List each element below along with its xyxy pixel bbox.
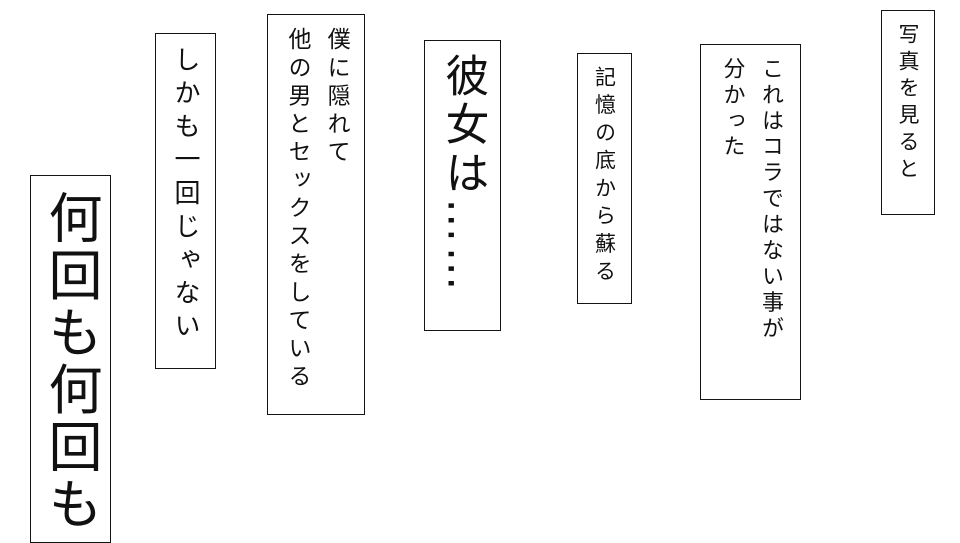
text-panel-7: 何回も何回も (30, 175, 111, 543)
text-panel-3: 記憶の底から蘇る (577, 53, 632, 304)
text-line: 他の男とセックスをしている (284, 27, 310, 392)
vertical-text: 僕に隠れて 他の男とセックスをしている (277, 15, 355, 414)
text-line: 写真を見ると (896, 23, 920, 185)
text-line: 僕に隠れて (323, 27, 350, 168)
vertical-text: しかも一回じゃない (167, 34, 204, 368)
vertical-text: 写真を見ると (893, 11, 923, 214)
text-line: 分かった (719, 57, 745, 161)
text-line: しかも一回じゃない (170, 46, 200, 346)
text-panel-5: 僕に隠れて 他の男とセックスをしている (267, 14, 365, 415)
vertical-text: これはコラではない事が 分かった (712, 45, 789, 399)
text-line: 彼女は…… (437, 53, 489, 295)
vertical-text: 彼女は…… (431, 41, 495, 330)
text-panel-2: これはコラではない事が 分かった (700, 44, 801, 400)
vertical-text: 記憶の底から蘇る (590, 54, 620, 303)
text-line: 何回も何回も (39, 190, 102, 534)
text-panel-1: 写真を見ると (881, 10, 935, 215)
text-line: 記憶の底から蘇る (592, 66, 617, 288)
text-panel-4: 彼女は…… (424, 40, 501, 331)
text-line: これはコラではない事が (758, 57, 783, 343)
text-panel-6: しかも一回じゃない (155, 33, 216, 369)
vertical-text: 何回も何回も (31, 178, 110, 542)
